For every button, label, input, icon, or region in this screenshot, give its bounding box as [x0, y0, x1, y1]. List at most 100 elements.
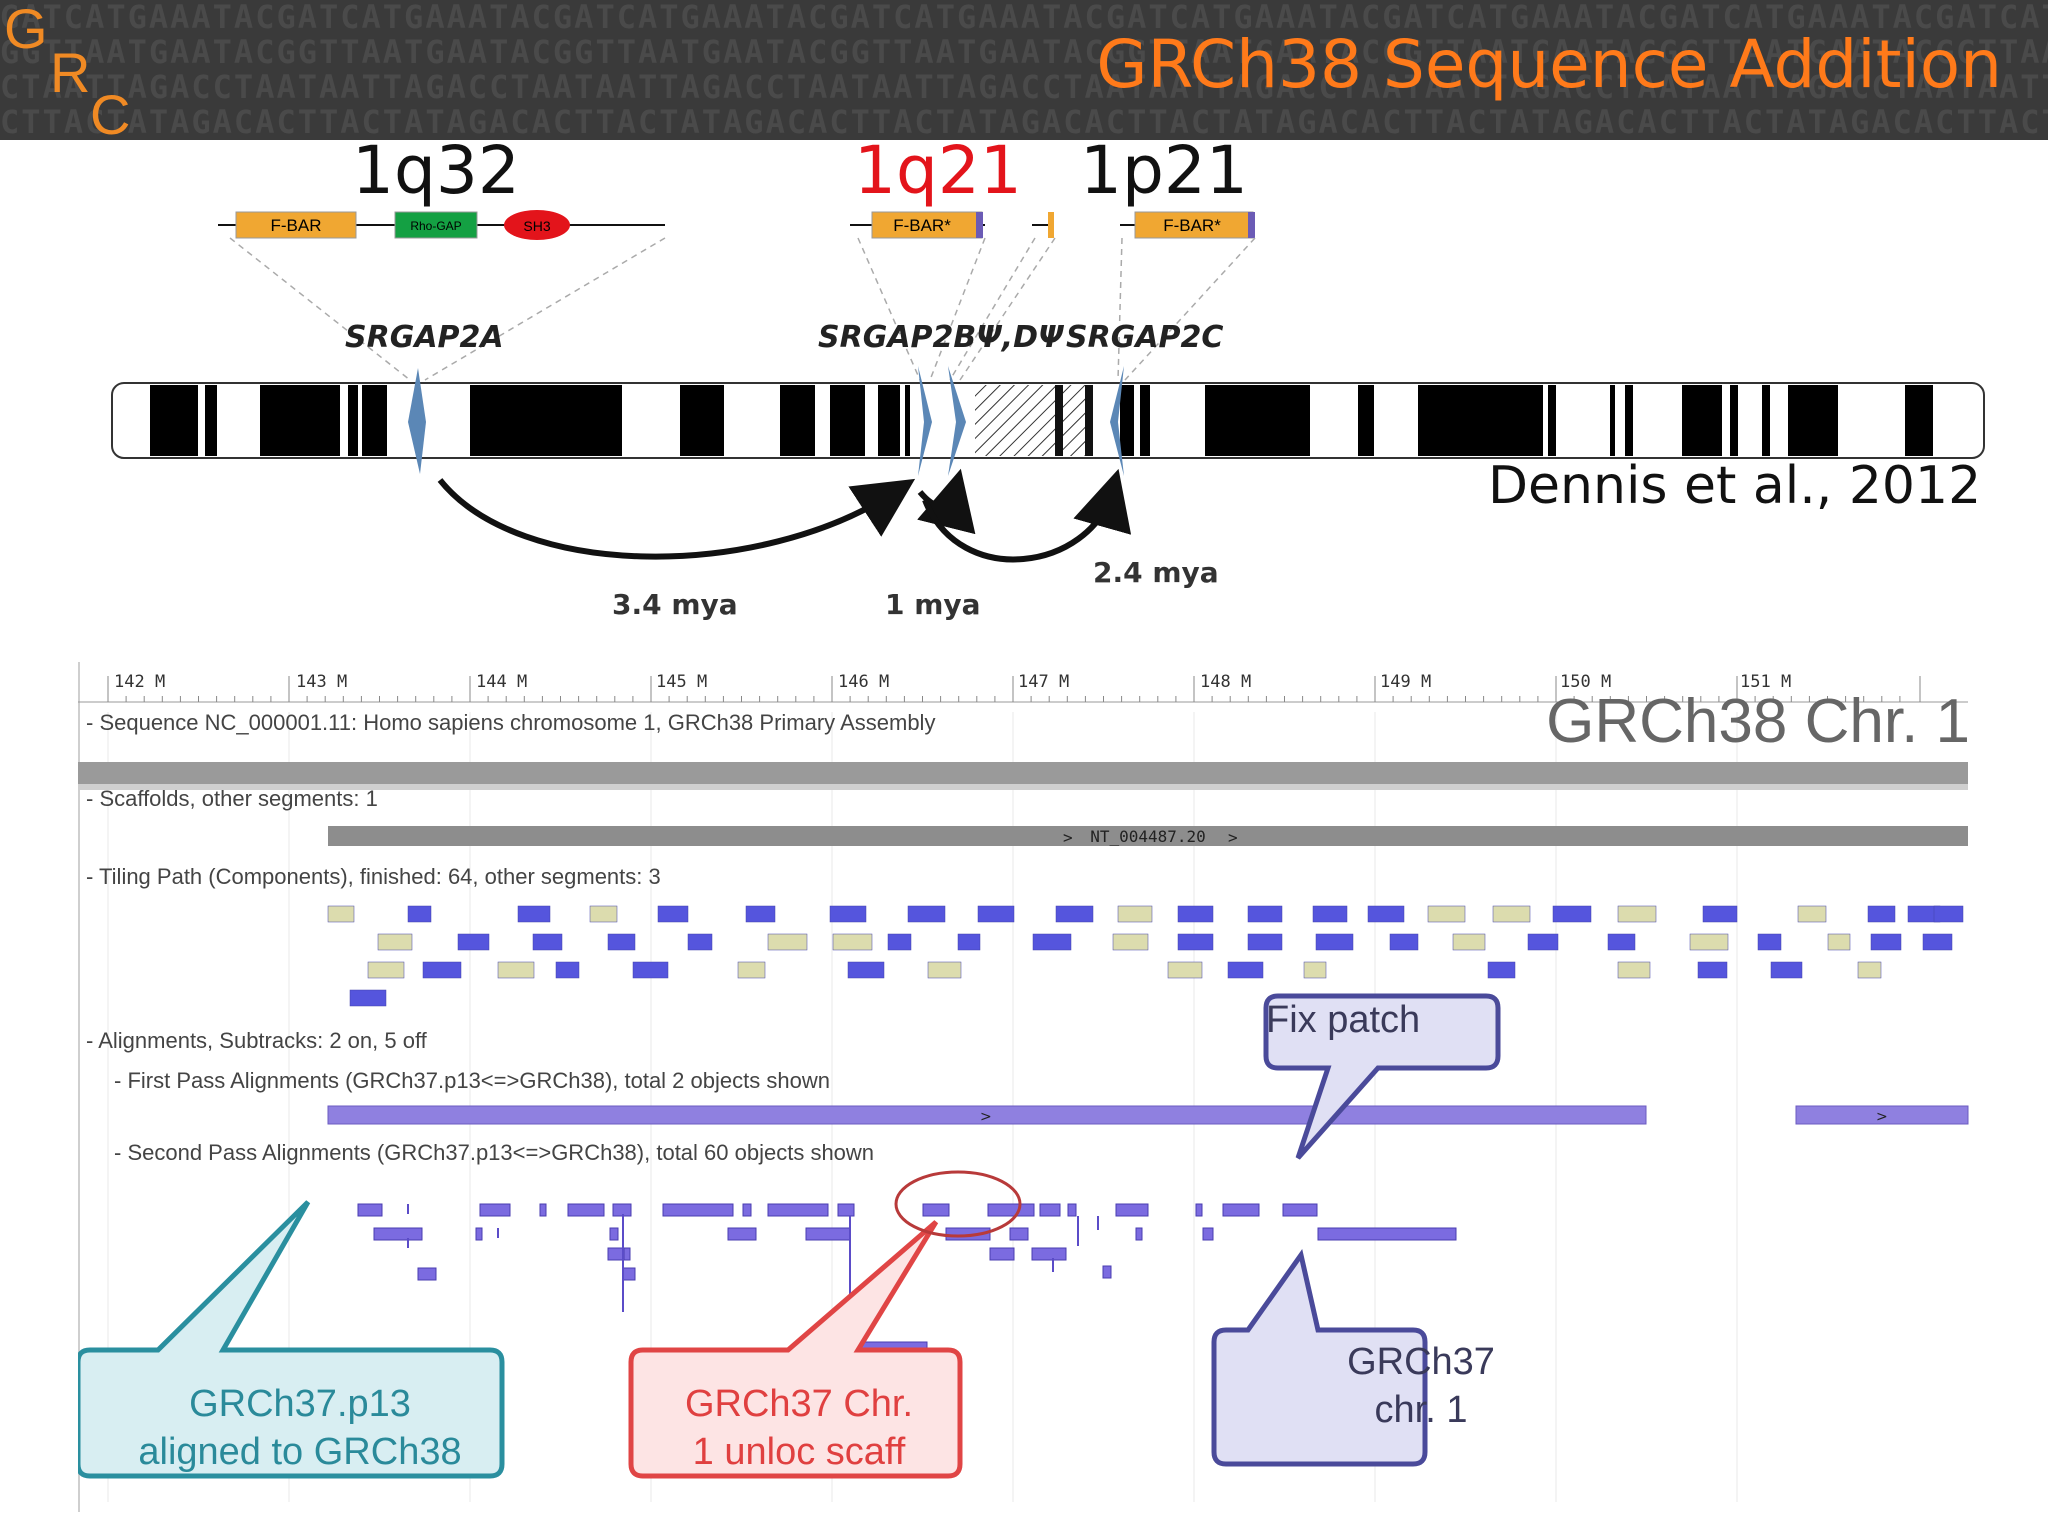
ruler-tick-label: 144 M: [476, 672, 528, 692]
tiling-component: [555, 961, 580, 979]
sequence-bar: [78, 762, 1968, 784]
tiling-component: [1452, 933, 1486, 951]
tiling-component: [1167, 961, 1203, 979]
band-label-1q21: 1q21: [854, 132, 1022, 209]
sequence-bar-shadow: [78, 784, 1968, 790]
tiling-component: [1827, 933, 1851, 951]
srgap2a-marker: [408, 368, 426, 474]
tiling-component: [1487, 961, 1516, 979]
tiling-component: [829, 905, 867, 923]
second-pass-alignment: [357, 1203, 383, 1217]
grch37-chr1-line-1: GRCh37: [1347, 1341, 1495, 1383]
second-pass-alignment: [1317, 1227, 1457, 1241]
tiling-track-label[interactable]: - Tiling Path (Components), finished: 64…: [86, 864, 661, 889]
tiling-component: [1617, 905, 1657, 923]
second-pass-alignment: [567, 1203, 605, 1217]
tiling-component: [657, 905, 689, 923]
second-pass-alignment: [475, 1227, 483, 1241]
chromosome-1-ideogram: [111, 382, 1985, 459]
alignment-direction-icon: >: [1876, 1109, 1888, 1125]
tiling-component: [1427, 905, 1466, 923]
citation: Dennis et al., 2012: [1488, 456, 1982, 516]
time-label-2-4-mya: 2.4 mya: [1093, 556, 1219, 589]
tiling-component: [1689, 933, 1729, 951]
alignments-track-label[interactable]: - Alignments, Subtracks: 2 on, 5 off: [86, 1028, 427, 1053]
first-pass-alignment[interactable]: [1795, 1105, 1969, 1125]
fbar-domain-label: F-BAR: [271, 216, 322, 235]
second-pass-alignment: [1282, 1203, 1318, 1217]
tiling-component: [1933, 905, 1964, 923]
tiling-component: [377, 933, 413, 951]
second-pass-alignment: [987, 1203, 1035, 1217]
tiling-component: [1870, 933, 1902, 951]
second-pass-alignment: [1067, 1203, 1077, 1217]
grch37-p13-text: GRCh37.p13 aligned to GRCh38: [90, 1380, 510, 1476]
second-pass-alignment: [989, 1247, 1015, 1261]
second-pass-alignment: [622, 1267, 636, 1281]
slide-header: GATCATGAAATACGATCATGAAATACGATCATGAAATACG…: [0, 0, 2048, 140]
second-pass-alignment: [479, 1203, 511, 1217]
logo-letter-g: G: [4, 0, 48, 60]
fbar-star-domain: [871, 211, 983, 239]
ruler-tick-label: 142 M: [114, 672, 166, 692]
ruler-tick-label: 149 M: [1380, 672, 1432, 692]
tiling-component: [1303, 961, 1327, 979]
second-pass-alignments: [357, 1203, 1457, 1355]
tiling-component: [745, 905, 776, 923]
tiling-component: [1177, 933, 1214, 951]
sequence-viewer-graphics: NT_004487.20 > > > >: [78, 676, 1969, 1502]
tiling-component: [1617, 961, 1651, 979]
tiling-path-components: [327, 905, 1964, 1007]
scaffold-bar[interactable]: [328, 826, 1968, 846]
tiling-component: [1922, 933, 1953, 951]
second-pass-alignment: [609, 1227, 619, 1241]
rhogap-domain: [394, 211, 478, 239]
tiling-component: [1032, 933, 1072, 951]
ruler-tick-label: 145 M: [656, 672, 708, 692]
tiling-component: [737, 961, 766, 979]
time-label-3-4-mya: 3.4 mya: [612, 588, 738, 621]
tiling-component: [1112, 933, 1149, 951]
second-pass-alignment: [1195, 1203, 1203, 1217]
tiling-component: [1367, 905, 1405, 923]
tiling-component: [532, 933, 563, 951]
grch37-chr1-callout: [1211, 1248, 1428, 1467]
tiling-component: [1697, 961, 1728, 979]
tiling-component: [687, 933, 713, 951]
first-pass-track-label[interactable]: - First Pass Alignments (GRCh37.p13<=>GR…: [114, 1068, 830, 1093]
slide-title: GRCh38 Sequence Addition: [1096, 26, 2002, 103]
arc-1-mya: [917, 468, 976, 535]
second-pass-alignment: [805, 1227, 851, 1241]
gene-markers: [408, 366, 1124, 476]
tiling-component: [1492, 905, 1531, 923]
second-pass-alignment: [623, 1247, 631, 1261]
tiling-component: [1552, 905, 1592, 923]
tiling-component: [977, 905, 1015, 923]
ruler-tick-label: 143 M: [296, 672, 348, 692]
dna-row: GATCATGAAATACGATCATGAAATACGATCATGAAATACG…: [0, 0, 2048, 36]
second-pass-alignment: [539, 1203, 547, 1217]
ruler-tick-label: 150 M: [1560, 672, 1612, 692]
second-pass-alignment: [1039, 1203, 1061, 1217]
tiling-component: [1389, 933, 1419, 951]
second-pass-track-label[interactable]: - Second Pass Alignments (GRCh37.p13<=>G…: [114, 1140, 875, 1165]
tiling-component: [589, 905, 618, 923]
tiling-component: [1117, 905, 1153, 923]
unloc-scaffold-line-1: GRCh37 Chr.: [684, 1383, 914, 1425]
tiling-component: [1770, 961, 1803, 979]
grch37-chr1-text: GRCh37 chr. 1: [1292, 1338, 1550, 1434]
scaffolds-track-label[interactable]: - Scaffolds, other segments: 1: [86, 786, 378, 811]
logo-letter-r: R: [50, 41, 91, 104]
tiling-component: [957, 933, 981, 951]
second-pass-alignment: [1135, 1227, 1143, 1241]
sequence-track-label[interactable]: - Sequence NC_000001.11: Homo sapiens ch…: [86, 710, 936, 735]
ruler-tick-label: 146 M: [838, 672, 890, 692]
ruler-tick-label: 147 M: [1018, 672, 1070, 692]
tiling-component: [422, 961, 462, 979]
gene-srgap2b-d: SRGAP2BΨ,DΨ: [818, 320, 1064, 355]
projection-lines: [229, 237, 1256, 381]
tiling-component: [1857, 961, 1882, 979]
fragment-box: [1048, 212, 1054, 238]
grch37-p13-line-1: GRCh37.p13: [189, 1383, 411, 1425]
second-pass-alignment: [742, 1203, 752, 1217]
